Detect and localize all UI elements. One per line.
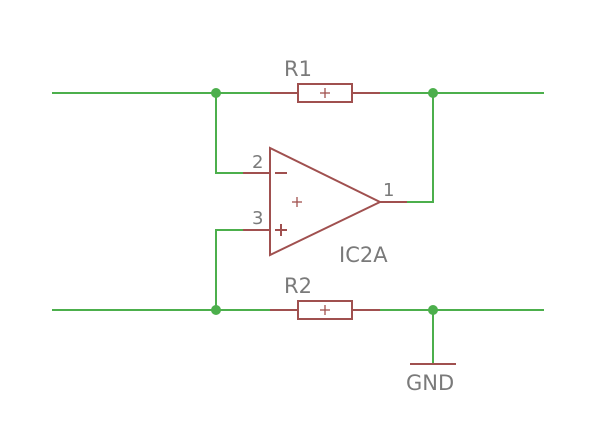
resistor-r2-label: R2 (284, 274, 312, 298)
junction-dot[interactable] (428, 88, 438, 98)
opamp-ref-label: IC2A (339, 243, 388, 267)
opamp-pin-2-label: 2 (252, 152, 263, 173)
wire-noninverting[interactable] (215, 229, 243, 310)
wire-inverting-feedback[interactable] (215, 93, 243, 174)
ground-label: GND (406, 371, 454, 395)
resistor-r2[interactable]: R2 (270, 274, 380, 320)
opamp-ic2a[interactable]: 2 3 1 IC2A (243, 146, 407, 267)
wires (52, 92, 544, 364)
opamp-pin-3-label: 3 (252, 208, 263, 229)
resistor-r1[interactable]: R1 (270, 57, 380, 103)
ground-symbol[interactable]: GND (406, 363, 456, 395)
resistor-r1-label: R1 (284, 57, 312, 81)
opamp-pin-1-label: 1 (383, 180, 394, 201)
junctions (211, 88, 438, 315)
junction-dot[interactable] (211, 305, 221, 315)
wire-output[interactable] (407, 93, 434, 203)
opamp-body[interactable] (269, 146, 383, 257)
junction-dot[interactable] (211, 88, 221, 98)
junction-dot[interactable] (428, 305, 438, 315)
